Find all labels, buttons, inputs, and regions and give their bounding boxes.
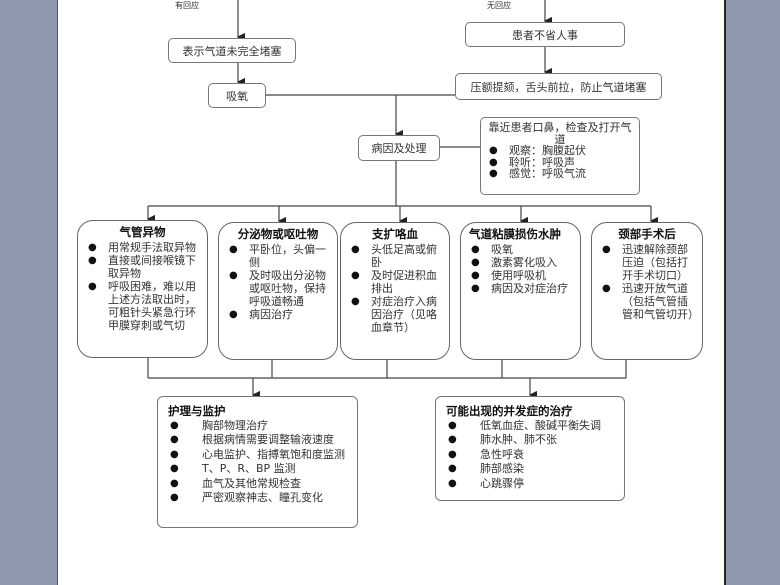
card-title: 分泌物或呕吐物 [237, 227, 319, 241]
list-item: 病因及对症治疗 [469, 282, 572, 295]
cause-card-neck-surgery: 颈部手术后 迅速解除颈部压迫（包括打开手术切口）迅速开放气道（包括气管插管和气管… [591, 222, 703, 360]
list-item: 吸氧 [469, 243, 572, 256]
list-item: 平卧位，头偏一侧 [227, 243, 329, 269]
airway-partial-node: 表示气道未完全堵塞 [168, 38, 296, 63]
cause-card-foreign-body: 气管异物 用常规手法取异物直接或间接喉镜下取异物呼吸困难，难以用上述方法取出时，… [77, 220, 208, 358]
unconscious-node: 患者不省人事 [465, 22, 625, 47]
list-item: 迅速开放气道（包括气管插管和气管切开） [600, 282, 699, 321]
list-item: 胸部物理治疗 [168, 419, 347, 434]
list-item: 及时吸出分泌物或呕吐物，保持呼吸道畅通 [227, 269, 329, 308]
list-item: 呼吸困难，难以用上述方法取出时，可粗针头紧急行环甲膜穿刺或气切 [86, 280, 199, 332]
unresponsive-label: 无回应 [487, 1, 511, 10]
list-item: 心跳骤停 [446, 477, 614, 492]
head-tilt-node: 压额提颏，舌头前拉，防止气道堵塞 [455, 73, 662, 100]
care-monitoring-box: 护理与监护 胸部物理治疗 根据病情需要调整输液速度 心电监护、指搏氧饱和度监测 … [157, 396, 358, 528]
card-title: 气道粘膜损伤水肿 [469, 227, 561, 241]
list-item: 聆听：呼吸声 [487, 156, 633, 169]
list-item: T、P、R、BP 监测 [168, 462, 347, 477]
cause-card-mucosal-edema: 气道粘膜损伤水肿 吸氧激素雾化吸入使用呼吸机病因及对症治疗 [460, 222, 581, 360]
list-item: 用常规手法取异物 [86, 241, 199, 254]
card-title: 颈部手术后 [618, 227, 676, 241]
list-item: 心电监护、指搏氧饱和度监测 [168, 448, 347, 463]
list-item: 对症治疗入病因治疗（见咯血章节） [349, 295, 441, 334]
list-item: 观察：胸腹起伏 [487, 145, 633, 157]
complications-title: 可能出现的并发症的治疗 [446, 404, 573, 418]
cause-card-hemoptysis: 支扩咯血 头低足高或俯卧及时促进积血排出对症治疗入病因治疗（见咯血章节） [340, 222, 450, 360]
list-item: 肺水肿、肺不张 [446, 433, 614, 448]
list-item: 迅速解除颈部压迫（包括打开手术切口） [600, 243, 694, 282]
list-item: 血气及其他常规检查 [168, 477, 347, 492]
list-item: 根据病情需要调整输液速度 [168, 433, 347, 448]
card-title: 支扩咯血 [372, 227, 418, 241]
cause-card-secretions: 分泌物或呕吐物 平卧位，头偏一侧及时吸出分泌物或呕吐物，保持呼吸道畅通病因治疗 [218, 222, 338, 360]
list-item: 低氧血症、酸碱平衡失调 [446, 419, 614, 434]
card-title: 气管异物 [119, 225, 166, 239]
airway-check-title: 靠近患者口鼻，检查及打开气道 [488, 121, 632, 146]
list-item: 激素雾化吸入 [469, 256, 572, 269]
complications-box: 可能出现的并发症的治疗 低氧血症、酸碱平衡失调 肺水肿、肺不张 急性呼衰 肺部感… [435, 396, 625, 501]
list-item: 直接或间接喉镜下取异物 [86, 254, 199, 280]
list-item: 使用呼吸机 [469, 269, 572, 282]
list-item: 感觉：呼吸气流 [487, 168, 633, 180]
list-item: 病因治疗 [227, 308, 329, 321]
list-item: 严密观察神志、瞳孔变化 [168, 491, 347, 506]
list-item: 及时促进积血排出 [349, 269, 441, 295]
responsive-label: 有回应 [175, 1, 199, 10]
airway-check-box: 靠近患者口鼻，检查及打开气道 观察：胸腹起伏 聆听：呼吸声 感觉：呼吸气流 [480, 117, 640, 195]
list-item: 头低足高或俯卧 [349, 243, 441, 269]
list-item: 急性呼衰 [446, 448, 614, 463]
care-title: 护理与监护 [168, 404, 226, 418]
list-item: 肺部感染 [446, 462, 614, 477]
oxygen-node: 吸氧 [208, 83, 266, 108]
cause-node: 病因及处理 [358, 135, 440, 161]
